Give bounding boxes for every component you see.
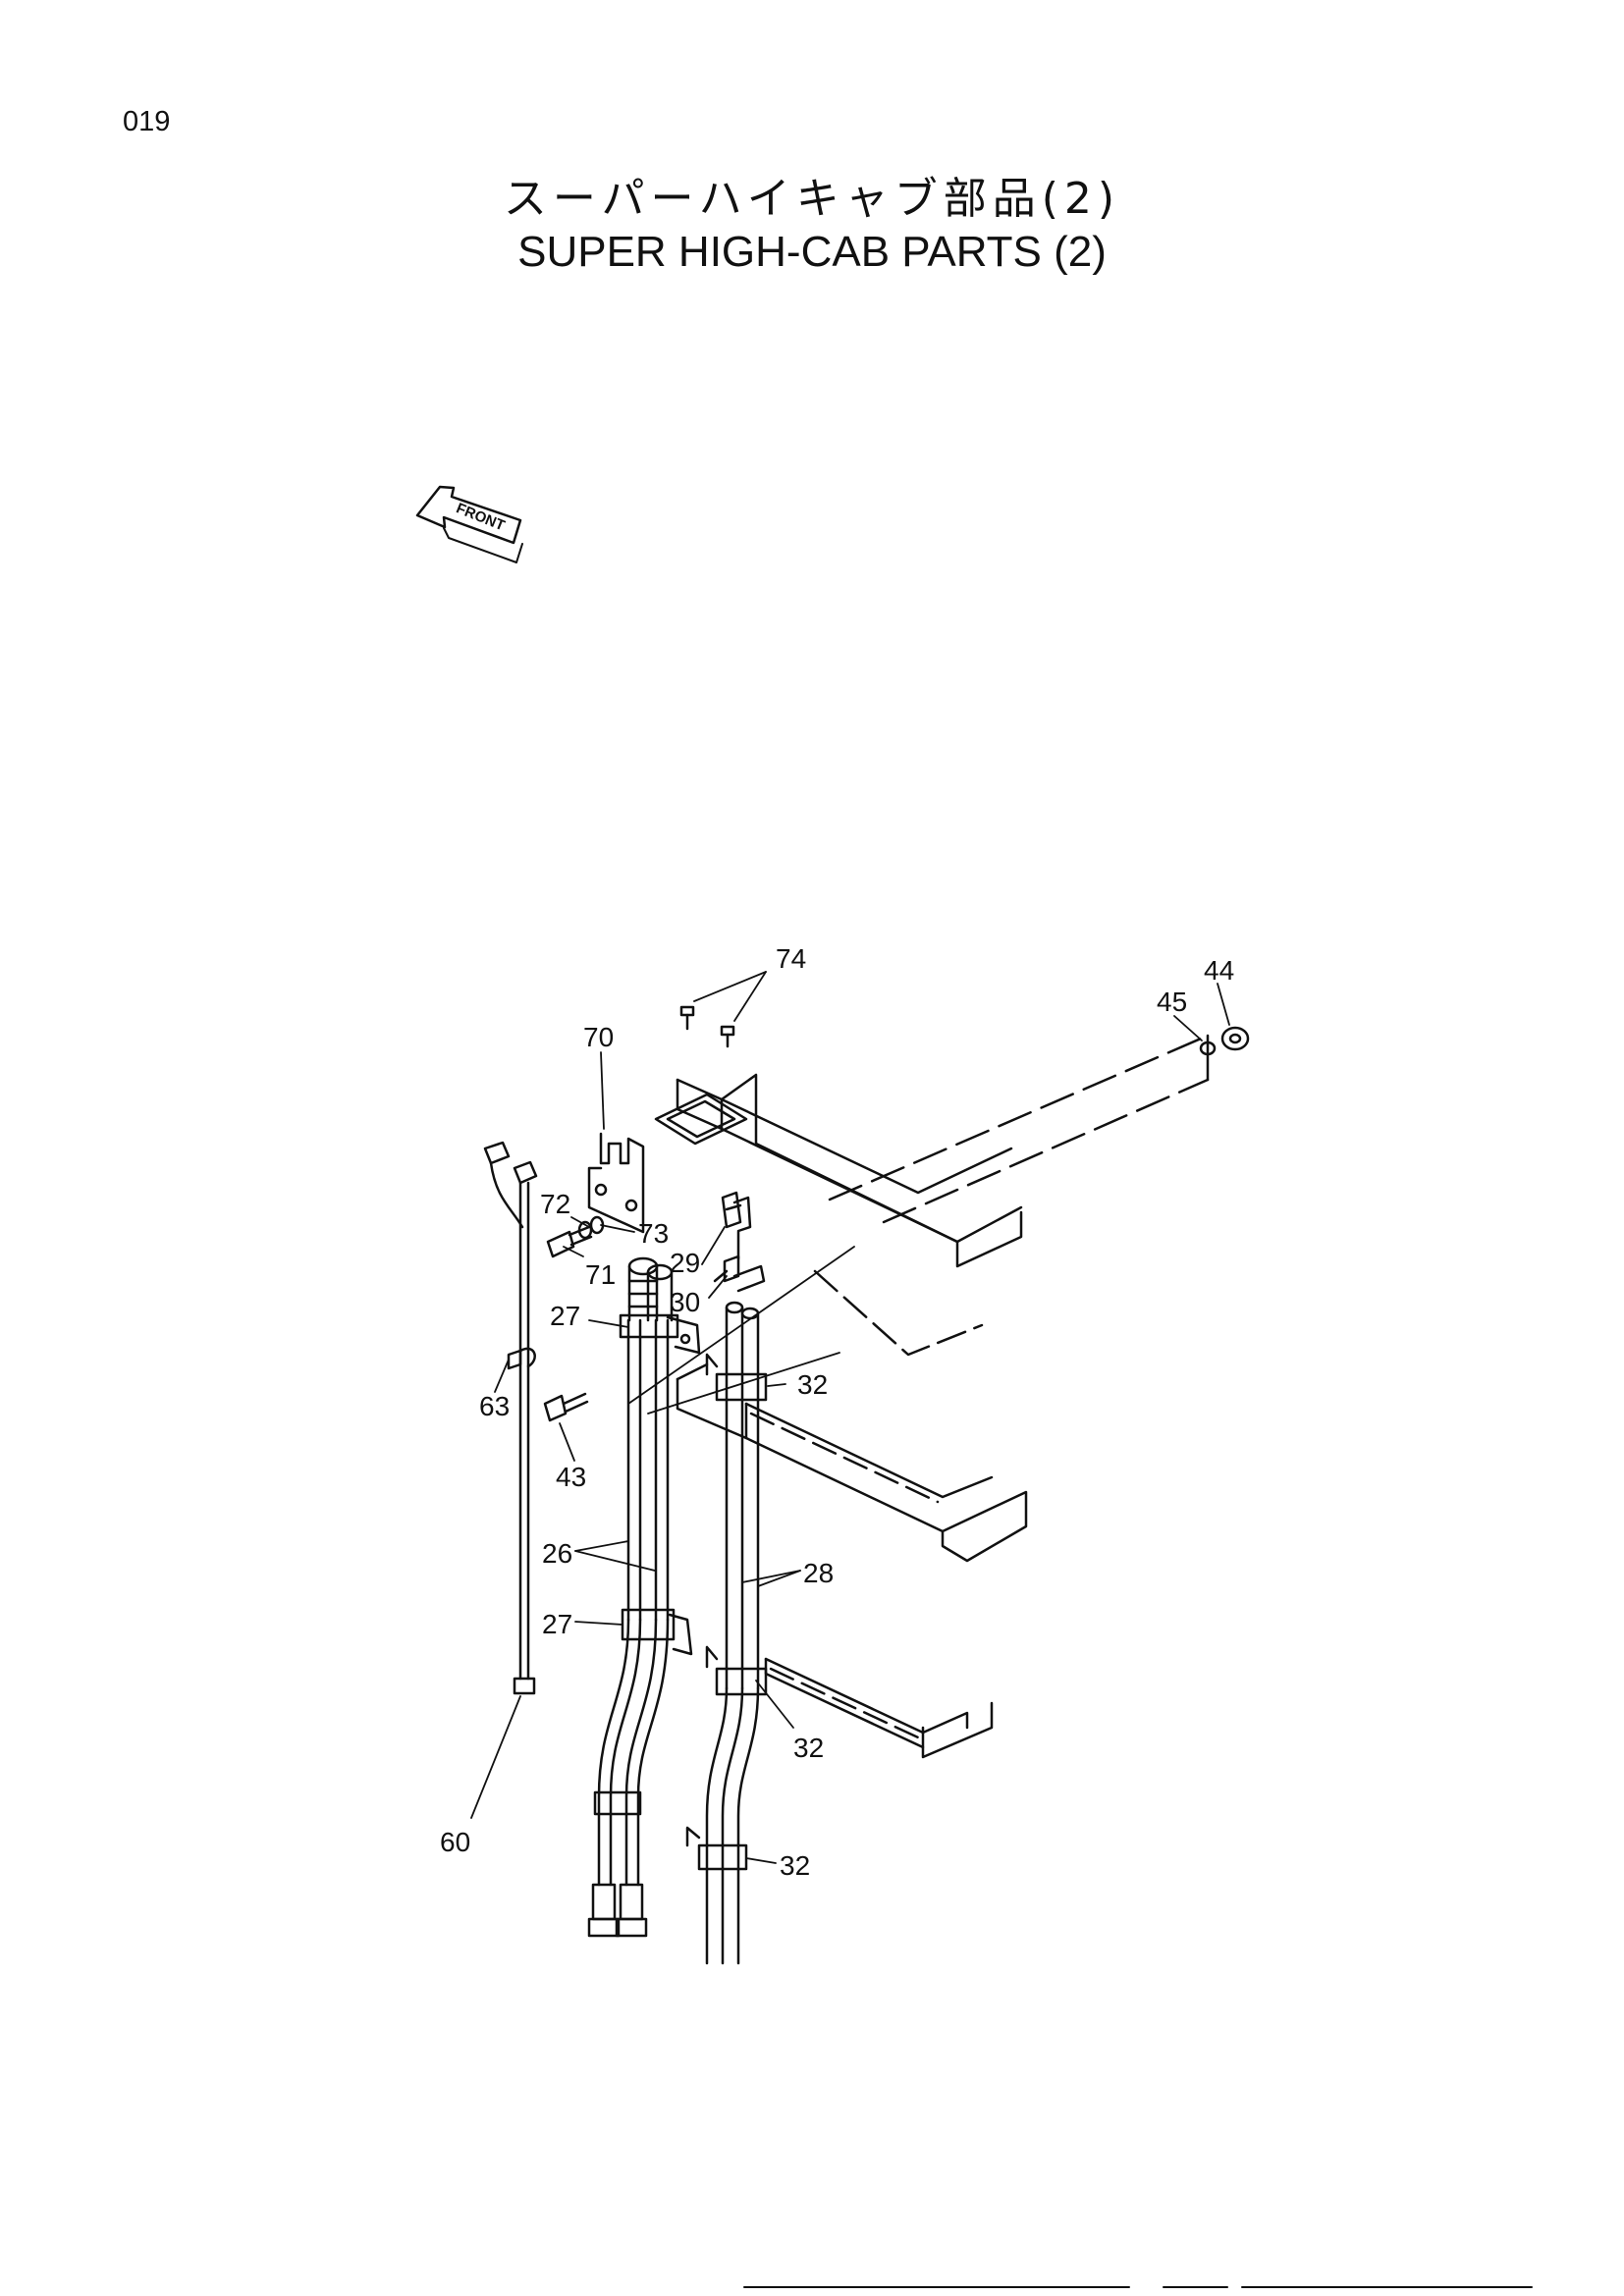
callout-43: 43 [556,1462,586,1492]
callout-27-lower: 27 [542,1609,572,1639]
callout-71: 71 [585,1259,616,1290]
callout-26: 26 [542,1538,572,1569]
callout-28: 28 [803,1558,834,1588]
callout-32-lower: 32 [780,1850,810,1881]
cab-frame-rails [627,1034,1210,1759]
nut-44-washer-45 [1199,1026,1250,1056]
callout-44: 44 [1204,955,1234,986]
callout-29: 29 [670,1248,700,1278]
bracket-70 [587,1093,748,1234]
page-title-english: SUPER HIGH-CAB PARTS (2) [517,228,1107,276]
callout-70: 70 [583,1022,614,1052]
hoses-28 [685,1301,768,1965]
callout-32-upper: 32 [797,1369,828,1400]
front-direction-arrow-icon: FRONT [415,485,523,563]
leader-lines [470,971,1230,1864]
callout-30: 30 [670,1287,700,1317]
callout-32-middle: 32 [793,1733,824,1763]
callout-74: 74 [776,943,806,974]
callout-45: 45 [1157,987,1187,1017]
bolt-71-washers [546,1215,605,1258]
bolt-43 [543,1392,589,1422]
callout-27-upper: 27 [550,1301,580,1331]
hoses-26 [587,1256,701,1938]
callout-60: 60 [440,1827,470,1857]
fittings-29-30 [713,1191,766,1293]
callout-73: 73 [638,1218,669,1249]
front-label: FRONT [454,500,507,534]
callout-72: 72 [540,1189,570,1219]
screws-74 [679,1005,735,1048]
rod-60-with-clamp-63 [483,1141,538,1695]
callout-63: 63 [479,1391,510,1421]
page-title-japanese: スーパーハイキャブ部品(2) [503,174,1121,224]
page-number: 019 [123,106,171,137]
callout-labels: 74 70 45 44 72 73 71 29 30 27 63 43 32 2… [440,943,1234,1881]
